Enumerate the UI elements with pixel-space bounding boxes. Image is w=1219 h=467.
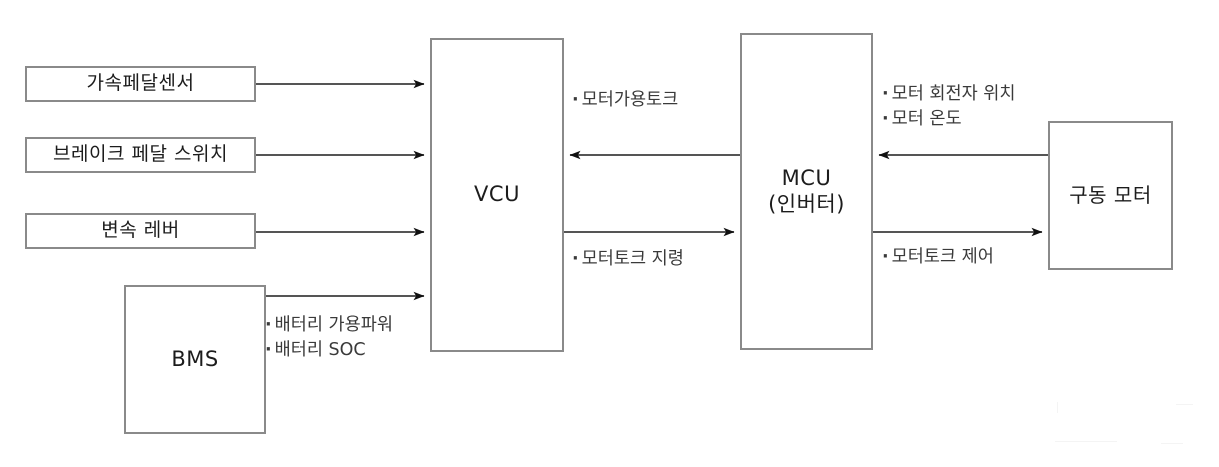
scan-artifact — [1176, 404, 1193, 405]
annotation-available-torque: 모터가용토크 — [572, 88, 679, 113]
annotation-motor-feedback: 모터 회전자 위치 모터 온도 — [882, 82, 1016, 133]
node-bms-label: BMS — [171, 346, 219, 371]
node-bms: BMS — [124, 285, 266, 434]
annotation-battery-signals: 배터리 가용파워 배터리 SOC — [265, 313, 393, 364]
node-vcu: VCU — [430, 38, 564, 352]
annotation-torque-control: 모터토크 제어 — [882, 245, 994, 270]
annotation-available-torque-line-1: 모터가용토크 — [572, 88, 679, 113]
annotation-torque-control-line-1: 모터토크 제어 — [882, 245, 994, 270]
node-mcu-label: MCU (인버터) — [768, 165, 845, 216]
node-brake-pedal-switch-label: 브레이크 페달 스위치 — [53, 143, 228, 166]
node-brake-pedal-switch: 브레이크 페달 스위치 — [25, 137, 256, 173]
scan-artifact — [1055, 441, 1117, 442]
node-drive-motor: 구동 모터 — [1048, 121, 1173, 270]
annotation-motor-feedback-line-1: 모터 회전자 위치 — [882, 82, 1016, 107]
node-accel-pedal-sensor-label: 가속페달센서 — [86, 72, 195, 95]
annotation-torque-command: 모터토크 지령 — [572, 247, 684, 272]
node-drive-motor-label: 구동 모터 — [1069, 183, 1152, 208]
annotation-battery-line-1: 배터리 가용파워 — [265, 313, 393, 338]
scan-artifact — [1161, 443, 1183, 444]
node-shift-lever-label: 변속 레버 — [101, 219, 180, 242]
node-accel-pedal-sensor: 가속페달센서 — [25, 66, 256, 102]
scan-artifact — [1057, 402, 1058, 413]
annotation-motor-feedback-line-2: 모터 온도 — [882, 107, 1015, 132]
annotation-battery-line-2: 배터리 SOC — [265, 338, 393, 363]
node-shift-lever: 변속 레버 — [25, 213, 256, 249]
node-mcu: MCU (인버터) — [740, 33, 873, 350]
annotation-torque-command-line-1: 모터토크 지령 — [572, 247, 684, 272]
node-vcu-label: VCU — [474, 182, 520, 207]
